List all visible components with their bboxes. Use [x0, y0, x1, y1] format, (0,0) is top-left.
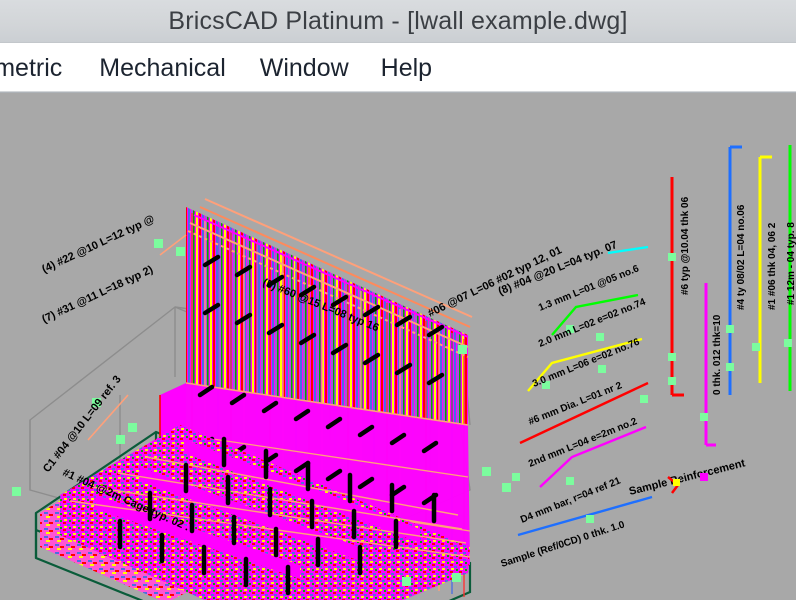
schedule-label-red[interactable]: #6 typ @10.04 thk 06	[680, 196, 691, 295]
window-title: BricsCAD Platinum - [lwall example.dwg]	[168, 6, 628, 35]
title-bar: BricsCAD Platinum - [lwall example.dwg]	[0, 0, 796, 43]
bend-shape-5[interactable]	[539, 425, 647, 488]
menu-item-help[interactable]: Help	[380, 53, 433, 82]
footing-rebar-mesh	[40, 425, 471, 600]
menu-bar[interactable]: rametric Mechanical Window Help	[0, 43, 796, 93]
schedule-label-yellow[interactable]: #1 #06 thk 04, 06 2	[767, 222, 778, 310]
bend-shape-3[interactable]	[527, 337, 643, 392]
label-leader-lines	[87, 234, 187, 441]
schedule-label-magenta[interactable]: 0 thk. 012 thk=10	[712, 314, 723, 395]
bend-shape-2[interactable]	[551, 293, 639, 336]
bend-shape-6[interactable]	[517, 495, 653, 537]
menu-item-mechanical[interactable]: Mechanical	[99, 53, 226, 82]
menu-item-window[interactable]: Window	[259, 53, 349, 82]
stray-marks	[667, 473, 708, 494]
bend-shape-1[interactable]	[607, 245, 649, 255]
drawing-canvas[interactable]: (4) #22 @10 L=12 typ @ (7) #31 @11 L=18 …	[0, 95, 796, 600]
wall-top-cap-bars	[187, 198, 473, 358]
selection-grip-points[interactable]	[12, 239, 511, 586]
schedule-label-green[interactable]: #1 12m - 04 typ. 8	[786, 222, 796, 305]
menu-bar-divider	[0, 91, 796, 93]
schedule-label-blue[interactable]: #4 ty 08/02 L=04 no.06	[736, 204, 747, 310]
bend-shape-4[interactable]	[519, 381, 649, 445]
rebar-bend-diagrams[interactable]	[517, 245, 653, 537]
schedule-grip-points[interactable]	[668, 253, 792, 421]
menu-item-parametric[interactable]: rametric	[0, 53, 63, 82]
model-space-svg[interactable]: (4) #22 @10 L=12 typ @ (7) #31 @11 L=18 …	[0, 95, 796, 600]
schedule-labels[interactable]: #6 typ @10.04 thk 06 0 thk. 012 thk=10 #…	[680, 196, 796, 395]
bend-diagram-grips[interactable]	[512, 325, 648, 523]
